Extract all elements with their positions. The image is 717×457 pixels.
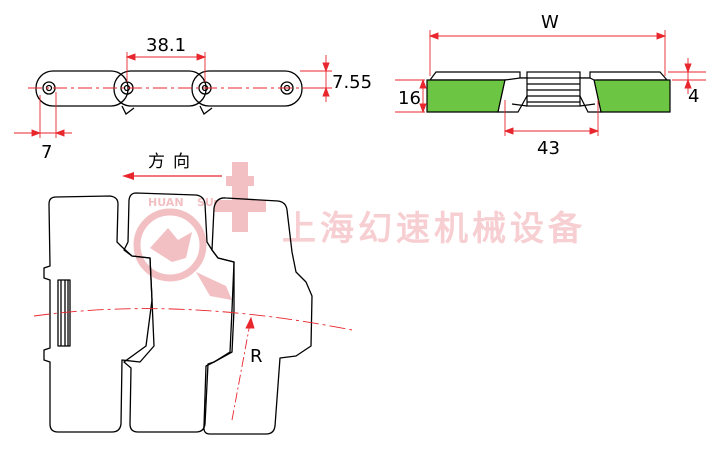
plan-link-2 <box>123 192 235 433</box>
top-view <box>43 192 313 435</box>
dimension-height: 7.55 <box>332 72 372 93</box>
plan-link-1 <box>43 195 155 433</box>
dimension-hinge-width: 43 <box>537 138 560 159</box>
side-link-2 <box>113 70 207 107</box>
watermark-logo <box>133 162 266 300</box>
dimension-pitch: 38.1 <box>146 35 186 56</box>
radius-line <box>231 317 252 421</box>
side-link-1 <box>35 70 129 107</box>
side-link-3 <box>191 70 303 107</box>
dimension-width: W <box>541 12 559 33</box>
side-view-dimensions <box>14 52 332 138</box>
radius-arc <box>33 308 353 331</box>
cross-section-dimensions <box>395 30 706 136</box>
watermark-brand-left: HUAN <box>148 196 184 209</box>
watermark-company: 上海幻速机械设备 <box>282 209 586 249</box>
watermark-brand-right: SU <box>197 196 214 209</box>
dimension-radius: R <box>250 346 263 367</box>
direction-label: 方向 <box>148 152 198 172</box>
section-plate-left <box>426 79 506 113</box>
dimension-pin-offset: 7 <box>41 142 52 163</box>
cross-section <box>426 71 671 113</box>
direction-arrow <box>122 172 222 180</box>
dimension-top-thickness: 4 <box>688 86 699 107</box>
dimension-thickness: 16 <box>398 88 421 109</box>
plan-link-3 <box>203 197 313 435</box>
side-view <box>35 70 303 115</box>
watermark: HUAN SU 上海幻速机械设备 <box>133 162 586 300</box>
top-view-dimensions <box>33 308 353 421</box>
plan-hinge <box>57 279 71 347</box>
section-plate-right <box>593 79 671 113</box>
